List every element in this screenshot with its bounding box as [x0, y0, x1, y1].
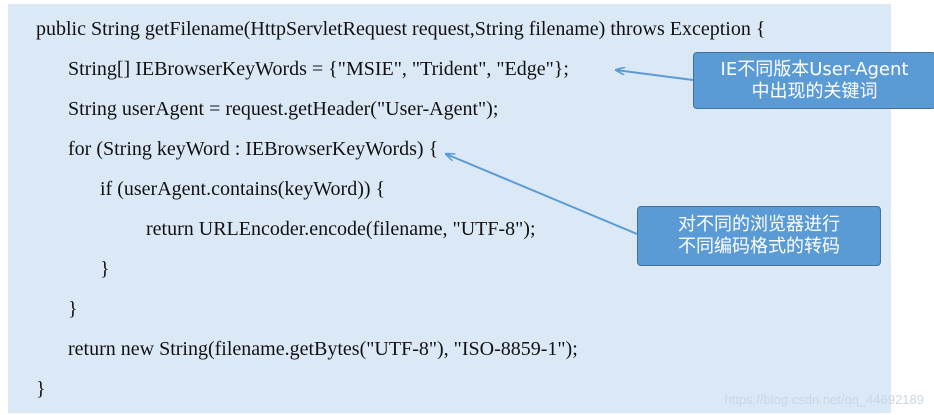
code-line-4: for (String keyWord : IEBrowserKeyWords)…: [68, 138, 439, 160]
code-line-7: }: [100, 258, 110, 280]
callout-browser-encoding-line-2: 不同编码格式的转码: [678, 236, 840, 257]
code-line-1: public String getFilename(HttpServletReq…: [36, 18, 766, 40]
watermark: https://blog.csdn.net/qq_44692189: [724, 392, 925, 407]
code-line-3: String userAgent = request.getHeader("Us…: [68, 98, 499, 120]
code-line-8: }: [68, 298, 78, 320]
code-line-5: if (userAgent.contains(keyWord)) {: [100, 178, 386, 200]
code-line-9: return new String(filename.getBytes("UTF…: [68, 338, 578, 360]
callout-ie-keywords-line-1: IE不同版本User-Agent: [720, 58, 909, 80]
code-line-6: return URLEncoder.encode(filename, "UTF-…: [146, 218, 536, 240]
code-line-10: }: [36, 378, 46, 400]
callout-ie-keywords: IE不同版本User-Agent 中出现的关键词: [693, 52, 934, 109]
callout-browser-encoding-line-1: 对不同的浏览器进行: [678, 214, 840, 235]
callout-browser-encoding: 对不同的浏览器进行 不同编码格式的转码: [637, 206, 881, 266]
code-line-2: String[] IEBrowserKeyWords = {"MSIE", "T…: [68, 58, 569, 80]
callout-ie-keywords-line-2: 中出现的关键词: [751, 80, 878, 102]
